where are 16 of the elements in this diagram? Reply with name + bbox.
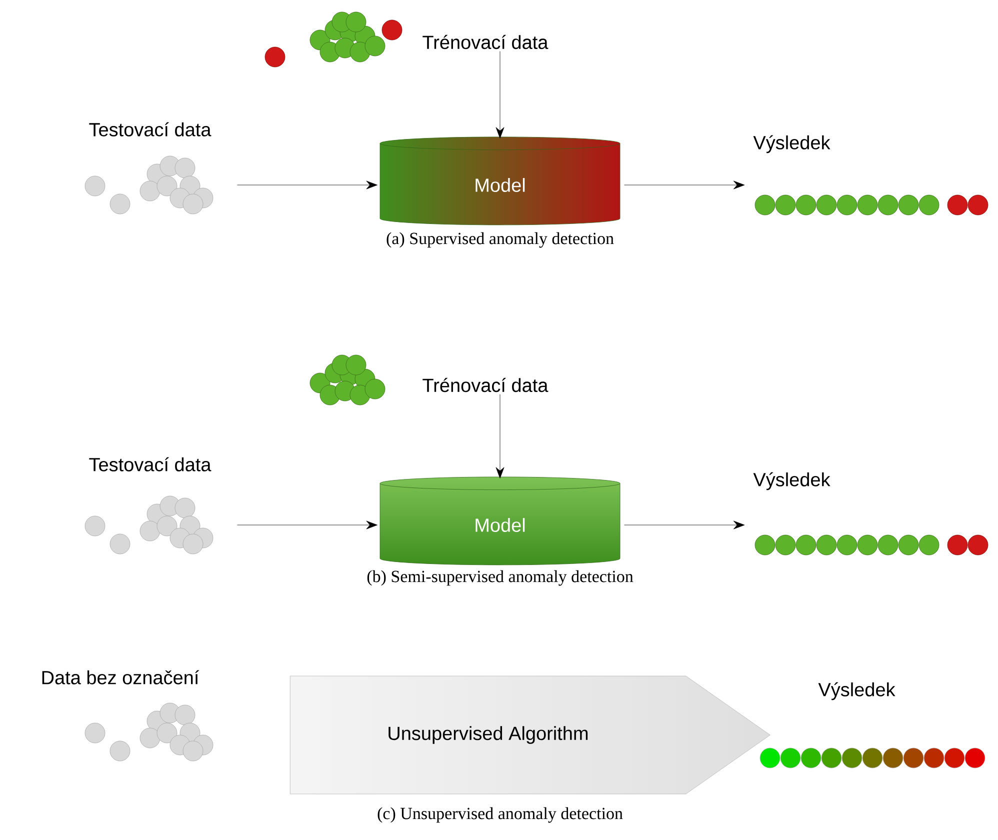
arrow: [624, 180, 745, 190]
model-cylinder: Model: [380, 136, 620, 226]
arrow: [624, 520, 745, 530]
text-label: Výsledek: [753, 472, 830, 490]
arrow: [237, 520, 378, 530]
arrow: [237, 180, 378, 190]
text-label: Trénovací data: [422, 34, 548, 50]
arrow: [496, 394, 504, 478]
arrow: [496, 51, 504, 138]
text-label: Výsledek: [753, 135, 830, 154]
model-cylinder: Model: [380, 476, 620, 566]
text-label: Testovací data: [89, 457, 212, 472]
text-label: Data bez označení: [42, 670, 200, 684]
text-label: Trénovací data: [422, 378, 548, 392]
text-label: Výsledek: [818, 682, 896, 700]
text-label: Testovací data: [89, 122, 212, 136]
